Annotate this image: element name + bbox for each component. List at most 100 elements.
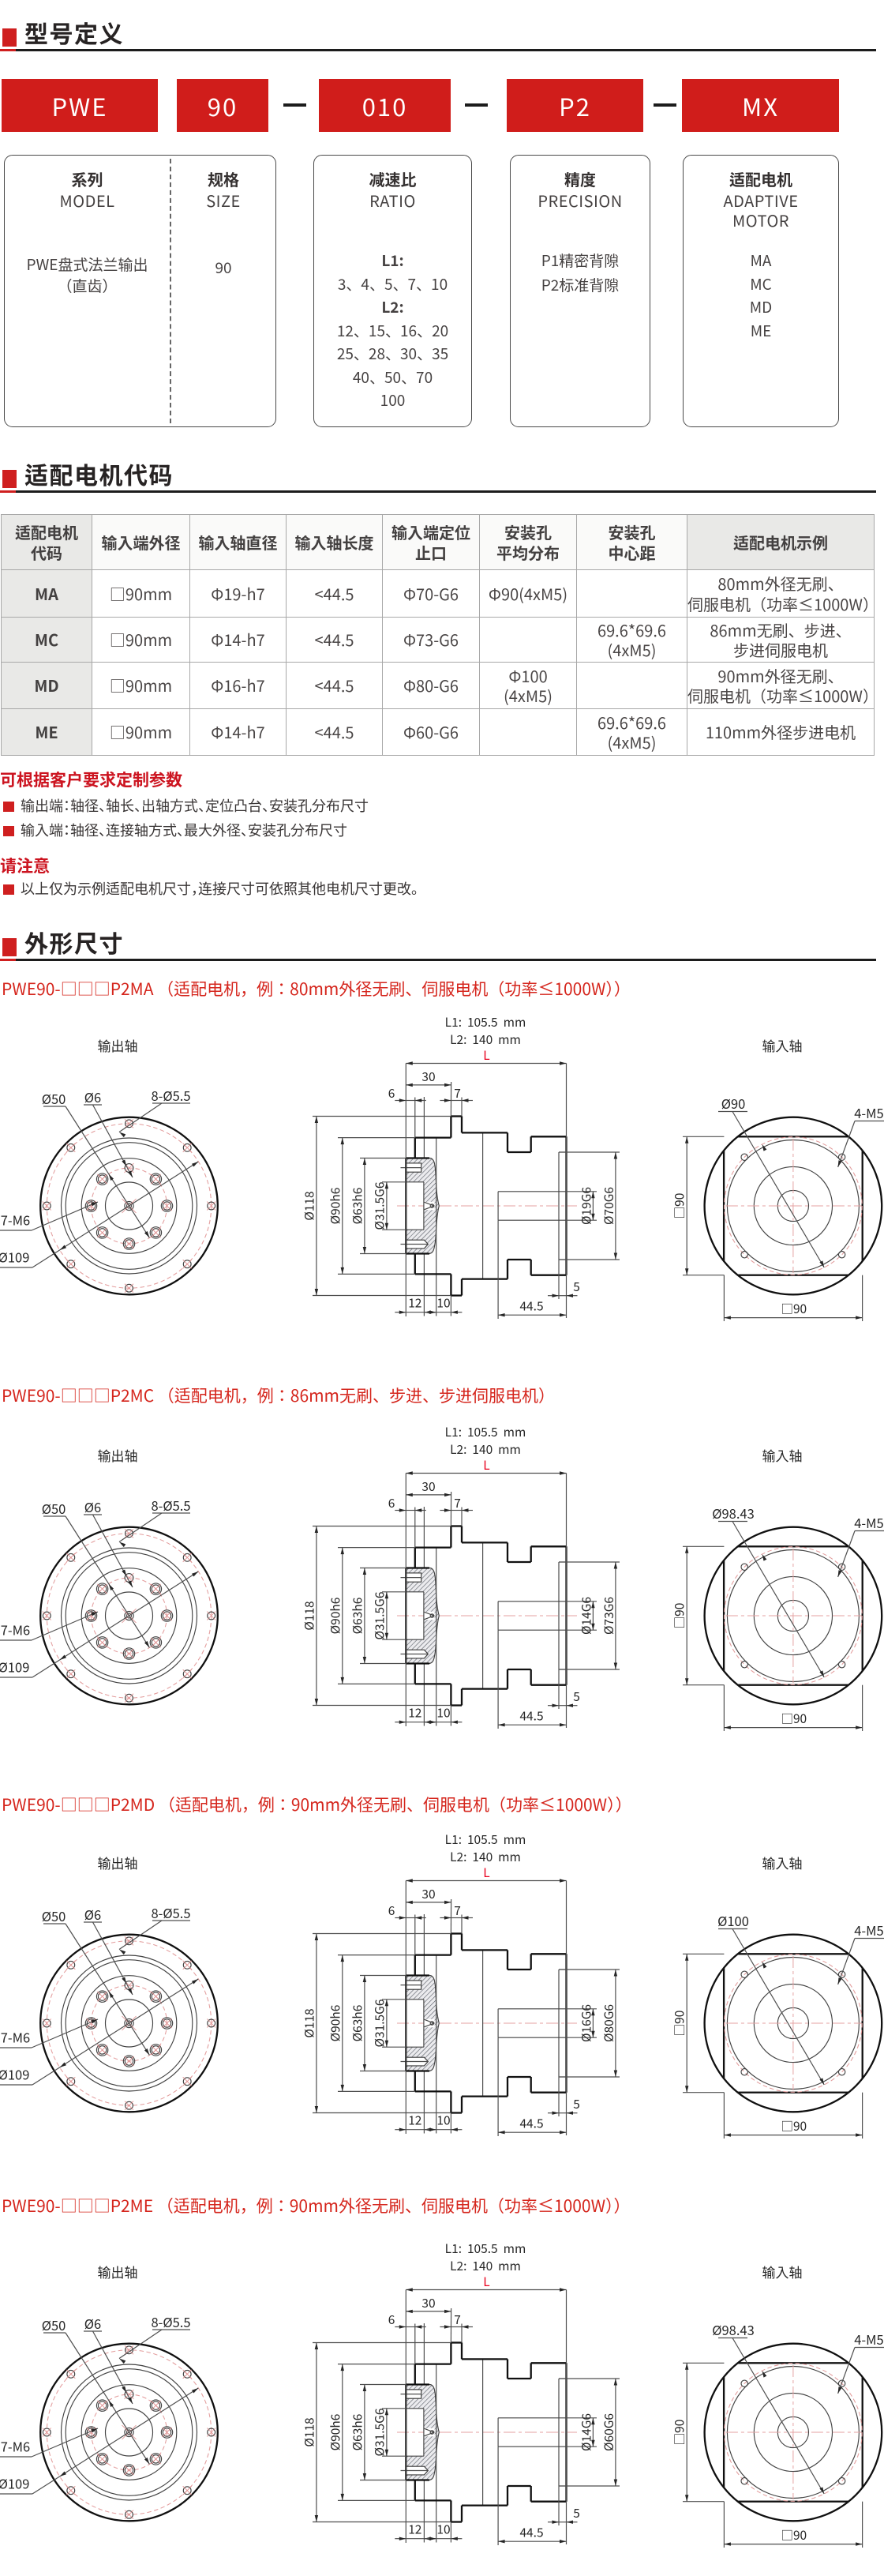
svg-text:L: L [483, 1046, 489, 1064]
svg-text:6: 6 [388, 2311, 395, 2328]
svg-text:12: 12 [408, 1704, 421, 1722]
svg-text:Ø19G6: Ø19G6 [577, 1187, 594, 1225]
svg-text:7-M6: 7-M6 [1, 1620, 30, 1639]
svg-text:Ø31.5G6: Ø31.5G6 [370, 2409, 388, 2457]
svg-text:L: L [483, 2273, 489, 2290]
svg-text:44.5: 44.5 [519, 1707, 543, 1725]
svg-text:Ø50: Ø50 [42, 1089, 66, 1108]
svg-text:Ø63h6: Ø63h6 [348, 2414, 365, 2451]
svg-text:12: 12 [408, 1294, 421, 1312]
svg-text:6: 6 [388, 1084, 395, 1102]
svg-text:Ø16G6: Ø16G6 [577, 2004, 594, 2042]
svg-text:4-M5: 4-M5 [854, 1103, 883, 1122]
svg-text:12: 12 [408, 2521, 421, 2538]
svg-text:Ø90h6: Ø90h6 [326, 1188, 343, 1225]
svg-text:Ø118: Ø118 [300, 1601, 317, 1630]
svg-text:Ø90h6: Ø90h6 [326, 2414, 343, 2451]
svg-text:Ø6: Ø6 [84, 1905, 101, 1924]
svg-text:8-Ø5.5: 8-Ø5.5 [151, 1086, 190, 1105]
svg-text:输入轴: 输入轴 [762, 1853, 803, 1872]
svg-text:Ø118: Ø118 [300, 2417, 317, 2446]
svg-text:输入轴: 输入轴 [762, 1445, 803, 1465]
svg-text:Ø118: Ø118 [300, 2008, 317, 2037]
svg-text:Ø60G6: Ø60G6 [600, 2413, 617, 2451]
svg-text:Ø90: Ø90 [721, 1094, 746, 1113]
svg-text:Ø31.5G6: Ø31.5G6 [370, 2000, 388, 2048]
svg-text:L: L [483, 1864, 489, 1881]
svg-text:8-Ø5.5: 8-Ø5.5 [151, 1903, 190, 1922]
svg-text:Ø63h6: Ø63h6 [348, 2005, 365, 2042]
svg-text:6: 6 [388, 1494, 395, 1511]
svg-text:7: 7 [454, 1902, 461, 1919]
svg-text:□90: □90 [781, 1710, 807, 1727]
svg-text:输出轴: 输出轴 [98, 1445, 138, 1465]
svg-text:5: 5 [573, 2504, 580, 2522]
svg-text:L2: 140 mm: L2: 140 mm [450, 2257, 521, 2274]
svg-text:7: 7 [454, 1084, 461, 1102]
svg-text:44.5: 44.5 [519, 2115, 543, 2132]
svg-text:7: 7 [454, 2311, 461, 2328]
svg-text:□90: □90 [671, 1603, 688, 1629]
svg-text:Ø31.5G6: Ø31.5G6 [370, 1592, 388, 1640]
svg-text:□90: □90 [671, 1193, 688, 1219]
svg-text:Ø14G6: Ø14G6 [577, 1597, 594, 1635]
svg-text:Ø109: Ø109 [0, 1248, 29, 1267]
svg-text:5: 5 [573, 1278, 580, 1295]
svg-text:Ø98.43: Ø98.43 [712, 1504, 754, 1523]
svg-text:7-M6: 7-M6 [1, 2437, 30, 2456]
svg-text:□90: □90 [781, 1300, 807, 1317]
svg-text:30: 30 [421, 1068, 435, 1085]
svg-text:Ø109: Ø109 [0, 2065, 29, 2084]
svg-text:30: 30 [421, 1478, 435, 1495]
svg-text:4-M5: 4-M5 [854, 1513, 883, 1532]
svg-text:30: 30 [421, 1885, 435, 1902]
svg-text:7-M6: 7-M6 [1, 2028, 30, 2047]
svg-text:Ø90h6: Ø90h6 [326, 2005, 343, 2042]
svg-text:7: 7 [454, 1494, 461, 1511]
svg-text:Ø118: Ø118 [300, 1191, 317, 1220]
svg-text:Ø6: Ø6 [84, 1497, 101, 1516]
svg-text:L1: 105.5 mm: L1: 105.5 mm [445, 1423, 526, 1440]
svg-text:4-M5: 4-M5 [854, 1921, 883, 1940]
svg-text:30: 30 [421, 2294, 435, 2311]
svg-text:□90: □90 [781, 2526, 807, 2544]
svg-text:Ø50: Ø50 [42, 1499, 66, 1518]
svg-text:Ø50: Ø50 [42, 2315, 66, 2334]
svg-text:8-Ø5.5: 8-Ø5.5 [151, 2312, 190, 2331]
svg-text:输出轴: 输出轴 [98, 1035, 138, 1055]
svg-text:L1: 105.5 mm: L1: 105.5 mm [445, 1831, 526, 1848]
svg-text:L1: 105.5 mm: L1: 105.5 mm [445, 1013, 526, 1031]
svg-text:12: 12 [408, 2112, 421, 2129]
svg-text:10: 10 [436, 2521, 450, 2538]
svg-text:L2: 140 mm: L2: 140 mm [450, 1848, 521, 1865]
svg-text:5: 5 [573, 2095, 580, 2112]
svg-text:5: 5 [573, 1688, 580, 1705]
svg-text:Ø6: Ø6 [84, 1087, 101, 1106]
svg-text:Ø63h6: Ø63h6 [348, 1188, 365, 1225]
svg-text:Ø50: Ø50 [42, 1906, 66, 1925]
svg-text:6: 6 [388, 1902, 395, 1919]
svg-text:Ø73G6: Ø73G6 [600, 1597, 617, 1635]
svg-text:□90: □90 [671, 2011, 688, 2037]
svg-text:□90: □90 [671, 2420, 688, 2446]
svg-text:输入轴: 输入轴 [762, 2262, 803, 2281]
svg-text:Ø31.5G6: Ø31.5G6 [370, 1182, 388, 1230]
svg-text:44.5: 44.5 [519, 2524, 543, 2541]
svg-text:Ø98.43: Ø98.43 [712, 2320, 754, 2339]
svg-text:Ø109: Ø109 [0, 1658, 29, 1677]
svg-text:7-M6: 7-M6 [1, 1211, 30, 1230]
svg-text:输出轴: 输出轴 [98, 1853, 138, 1872]
svg-text:10: 10 [436, 1704, 450, 1722]
svg-text:Ø109: Ø109 [0, 2474, 29, 2493]
svg-text:10: 10 [436, 1294, 450, 1312]
svg-text:L1: 105.5 mm: L1: 105.5 mm [445, 2240, 526, 2257]
svg-text:Ø90h6: Ø90h6 [326, 1598, 343, 1635]
svg-text:输出轴: 输出轴 [98, 2262, 138, 2281]
svg-text:L2: 140 mm: L2: 140 mm [450, 1440, 521, 1458]
svg-text:Ø70G6: Ø70G6 [600, 1187, 617, 1225]
svg-text:Ø100: Ø100 [717, 1911, 749, 1930]
svg-text:8-Ø5.5: 8-Ø5.5 [151, 1496, 190, 1515]
svg-text:10: 10 [436, 2112, 450, 2129]
svg-text:4-M5: 4-M5 [854, 2330, 883, 2349]
svg-text:L2: 140 mm: L2: 140 mm [450, 1031, 521, 1048]
